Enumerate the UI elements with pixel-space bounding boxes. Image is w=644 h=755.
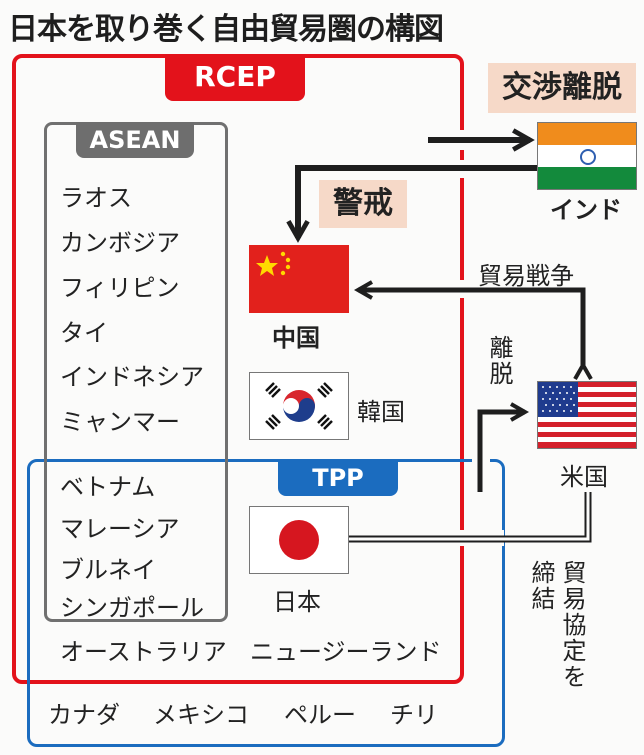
rcep-member-australia: オーストラリア <box>60 638 227 666</box>
korea-flag <box>249 372 349 440</box>
taegeuk-icon <box>265 382 333 430</box>
diagram-title: 日本を取り巻く自由貿易圏の構図 <box>8 12 444 47</box>
asean-member-myanmar: ミャンマー <box>60 408 180 436</box>
asean-member-singapore: シンガポール <box>60 594 204 622</box>
trade-war-label: 貿易戦争 <box>478 262 574 290</box>
korea-label: 韓国 <box>357 398 405 426</box>
asean-member-philippines: フィリピン <box>60 274 180 302</box>
china-flag <box>249 245 349 313</box>
asean-member-malaysia: マレーシア <box>60 515 180 543</box>
ashoka-chakra-icon <box>580 149 596 165</box>
asean-member-brunei: ブルネイ <box>60 556 156 584</box>
arrow-trade-war <box>353 280 593 380</box>
asean-member-laos: ラオス <box>60 184 132 212</box>
india-flag <box>537 122 637 190</box>
asean-member-vietnam: ベトナム <box>60 473 156 501</box>
trade-agreement-label: 貿易協定を <box>558 560 586 690</box>
usa-label: 米国 <box>560 463 608 491</box>
japan-label: 日本 <box>273 588 321 616</box>
us-exit-label: 離脱 <box>485 335 513 387</box>
stars-and-stripes-icon <box>538 382 636 448</box>
tpp-label: TPP <box>278 460 398 496</box>
trade-agreement-label-2: 締結 <box>527 560 555 612</box>
tpp-member-peru: ペルー <box>284 701 356 729</box>
caution-tag: 警戒 <box>319 180 407 228</box>
tpp-member-mexico: メキシコ <box>153 701 249 729</box>
asean-member-indonesia: インドネシア <box>60 363 204 391</box>
china-label: 中国 <box>272 324 320 352</box>
india-label: インド <box>550 196 622 224</box>
arrow-india-to-china <box>286 165 537 243</box>
asean-label: ASEAN <box>76 122 194 158</box>
usa-flag <box>537 381 637 449</box>
asean-member-thailand: タイ <box>60 319 108 347</box>
arrow-us-exit-tpp <box>477 402 530 492</box>
tpp-member-canada: カナダ <box>48 701 120 729</box>
japan-flag <box>249 506 349 574</box>
rcep-member-new-zealand: ニュージーランド <box>250 638 442 666</box>
rcep-label: RCEP <box>165 55 305 101</box>
tpp-region <box>27 459 505 747</box>
hinomaru-icon <box>279 520 319 560</box>
line-japan-us-agreement <box>349 492 592 543</box>
china-stars-icon <box>256 251 291 276</box>
asean-member-cambodia: カンボジア <box>60 229 180 257</box>
tpp-member-chile: チリ <box>390 701 438 729</box>
india-exit-tag: 交渉離脱 <box>488 63 636 113</box>
